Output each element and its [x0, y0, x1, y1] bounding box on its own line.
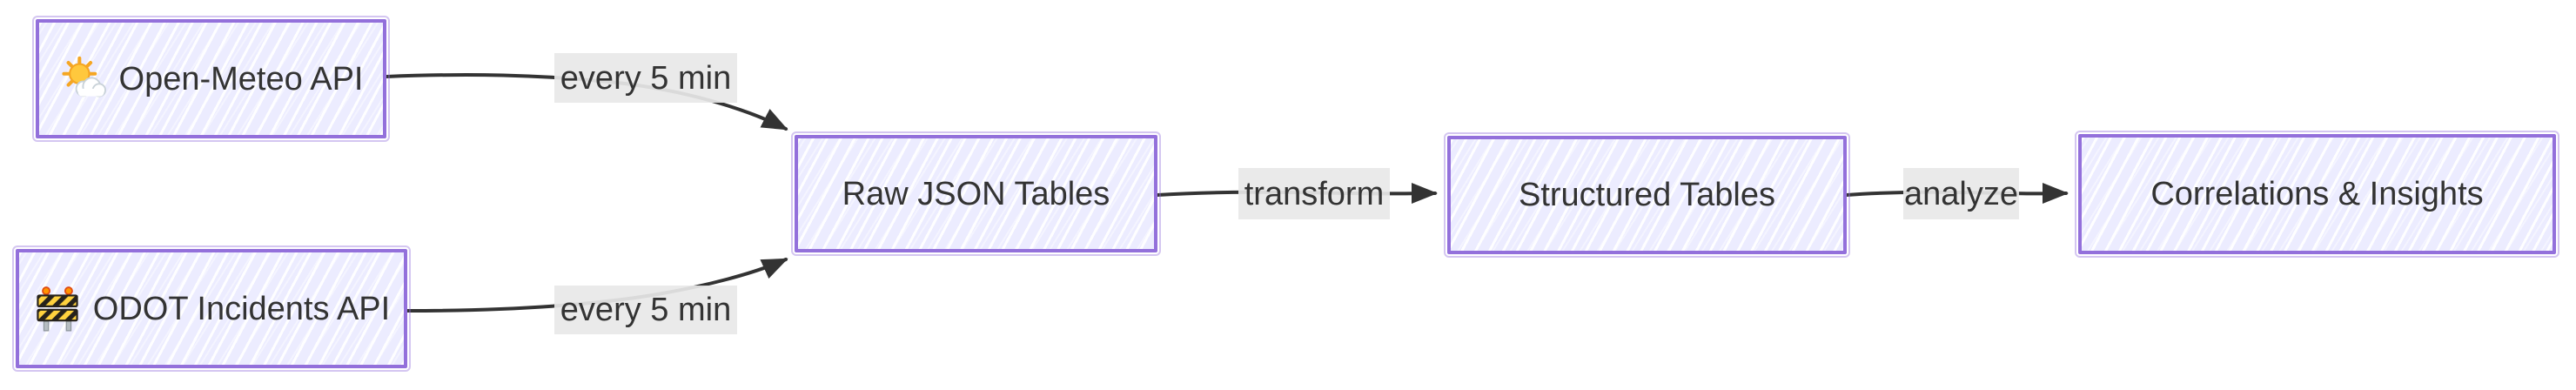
node-open-meteo-api: Open-Meteo API [32, 16, 390, 142]
edge-label-open-meteo-interval: every 5 min [554, 53, 737, 103]
edge-label-text: every 5 min [560, 59, 732, 97]
sun-behind-cloud-icon [59, 55, 108, 104]
node-label: Raw JSON Tables [842, 175, 1110, 212]
edge-label-text: transform [1244, 175, 1385, 212]
node-label: ODOT Incidents API [92, 290, 391, 327]
construction-barrier-icon [33, 285, 82, 333]
edge-label-transform: transform [1238, 168, 1390, 219]
node-label: Correlations & Insights [2150, 176, 2484, 212]
node-correlations-insights: Correlations & Insights [2075, 131, 2559, 258]
edge-label-odot-interval: every 5 min [554, 286, 737, 334]
node-label: Open-Meteo API [118, 60, 364, 98]
node-structured-tables: Structured Tables [1444, 132, 1850, 258]
node-raw-json-tables: Raw JSON Tables [791, 131, 1161, 256]
edge-label-analyze: analyze [1903, 168, 2019, 219]
edge-label-text: every 5 min [560, 292, 732, 328]
edge-label-text: analyze [1904, 175, 2018, 212]
node-odot-incidents-api: ODOT Incidents API [12, 245, 411, 372]
node-label: Structured Tables [1518, 177, 1776, 213]
